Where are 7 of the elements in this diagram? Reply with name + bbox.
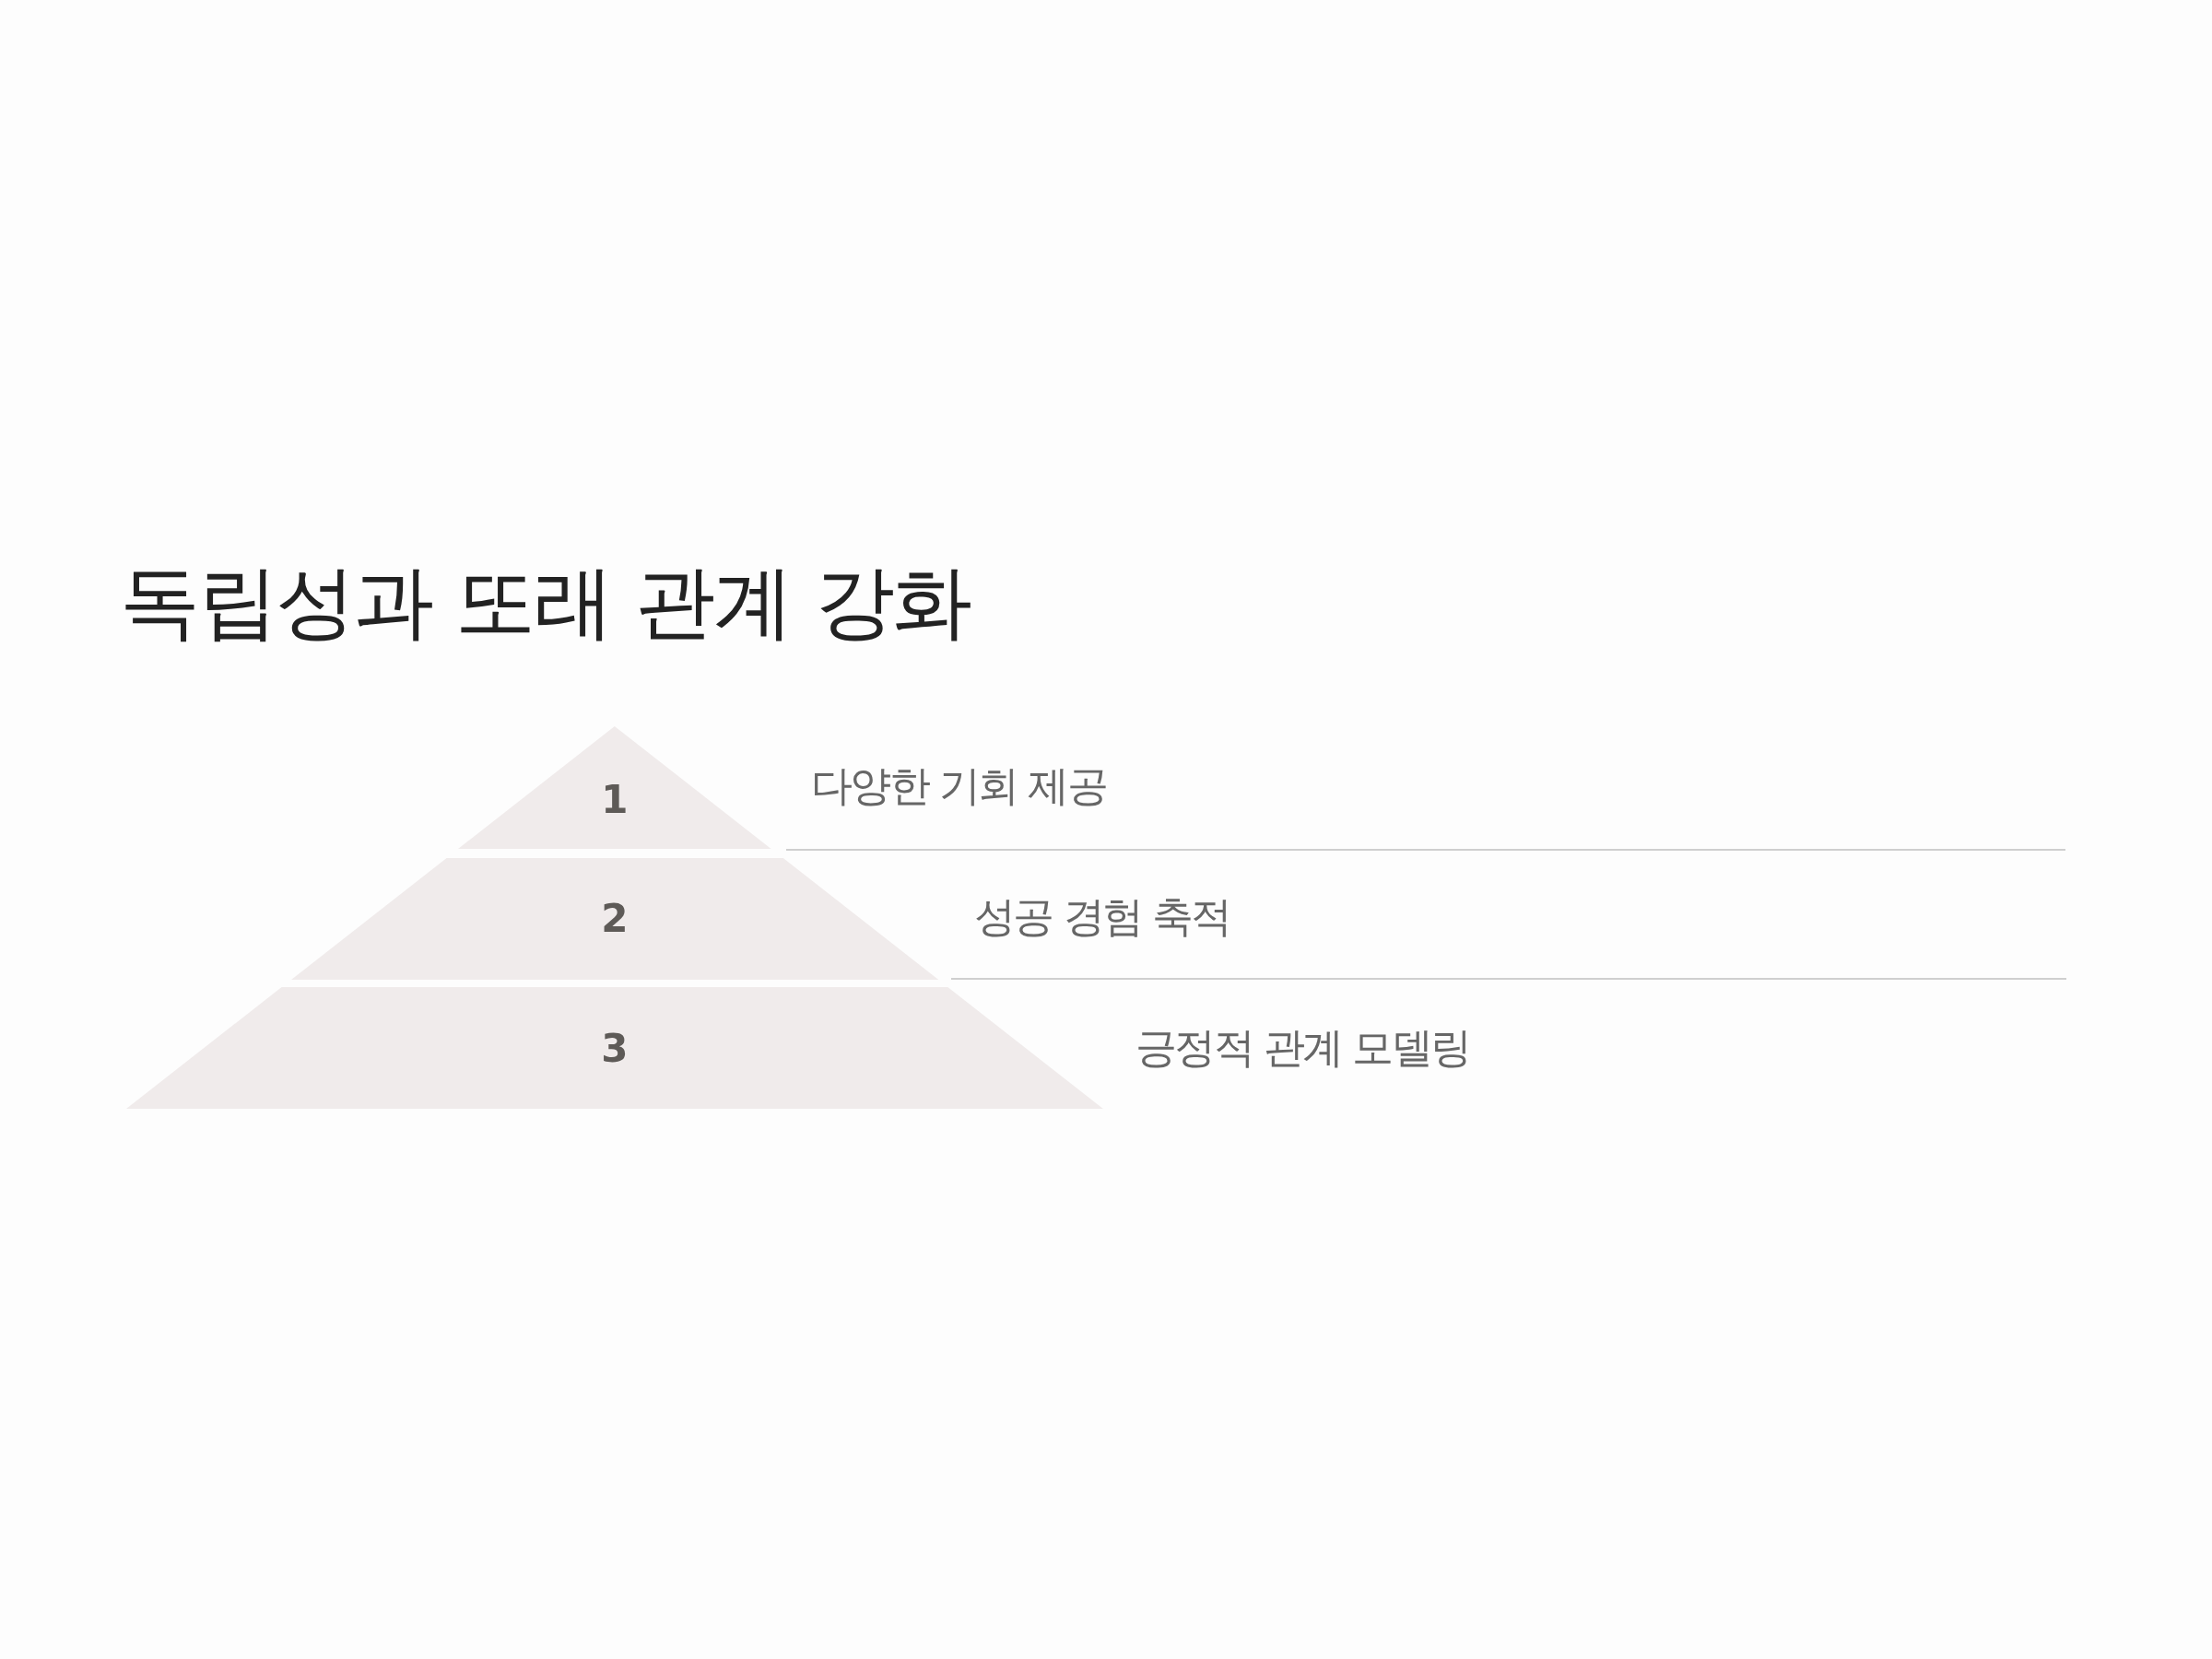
tier-number: 1 [601,777,629,823]
tier-description: 다양한 기회 제공 [811,760,1107,812]
tier-number: 3 [601,1026,629,1072]
tier-description: 긍정적 관계 모델링 [1135,1022,1470,1074]
title: 독립성과 또래 관계 강화 [120,554,971,651]
tier-number: 2 [601,896,629,942]
tier-description: 성공 경험 축적 [974,891,1230,943]
